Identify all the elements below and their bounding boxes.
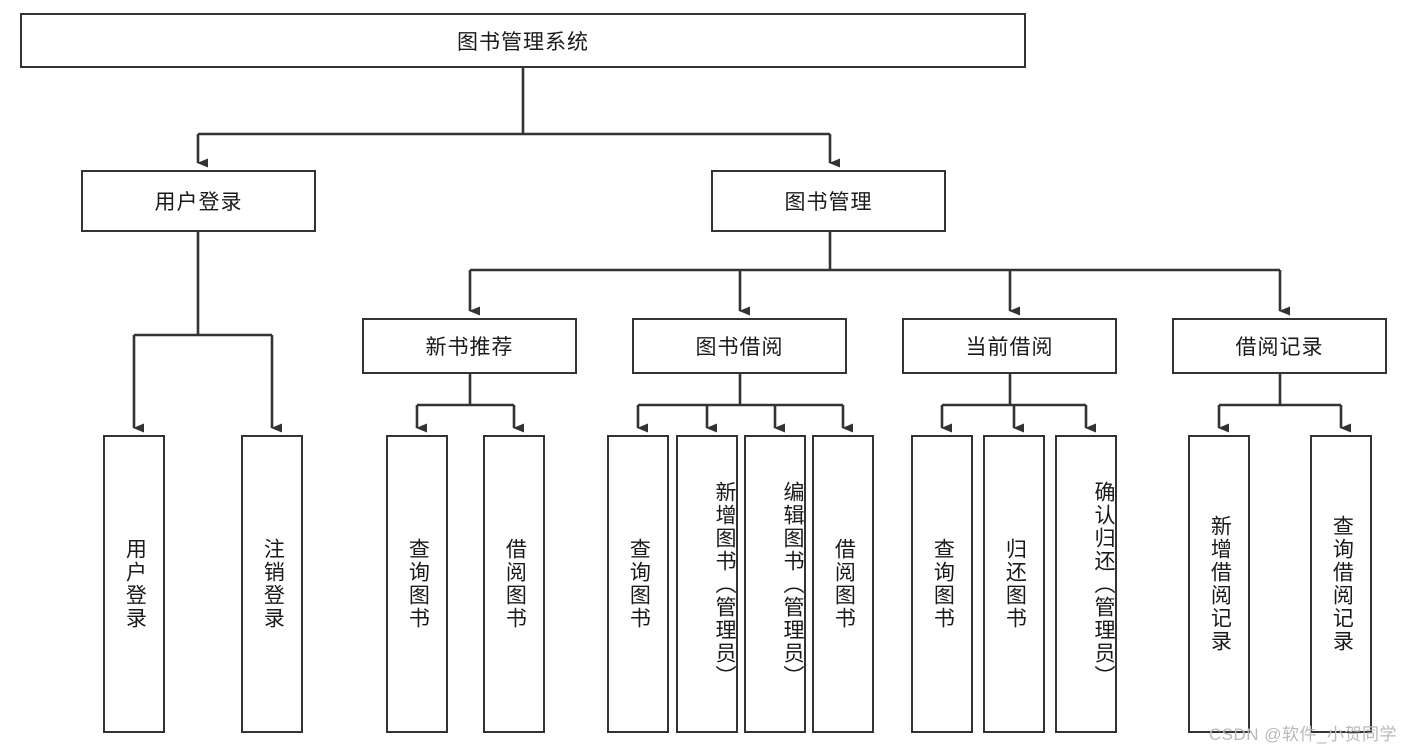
node-label: 查询图书 (627, 538, 651, 630)
node-leaf-logout-login[interactable]: 注销登录 (241, 435, 303, 733)
node-leaf-query-book-borrow[interactable]: 查询图书 (607, 435, 669, 733)
node-leaf-query-book-current[interactable]: 查询图书 (911, 435, 973, 733)
node-label: 确认归还（管理员） (1092, 480, 1115, 688)
node-leaf-add-borrow-record[interactable]: 新增借阅记录 (1188, 435, 1250, 733)
node-label: 查询借阅记录 (1330, 515, 1354, 653)
node-book-management[interactable]: 图书管理 (711, 170, 946, 232)
node-label: 当前借阅 (965, 336, 1054, 359)
node-label: 借阅记录 (1235, 336, 1324, 359)
node-label: 编辑图书（管理员） (781, 480, 804, 688)
node-leaf-borrow-book[interactable]: 借阅图书 (812, 435, 874, 733)
node-label: 借阅图书 (503, 538, 527, 630)
node-label: 新增图书（管理员） (713, 480, 736, 688)
node-label: 归还图书 (1003, 538, 1027, 630)
node-leaf-add-book-admin[interactable]: 新增图书（管理员） (676, 435, 738, 733)
node-leaf-edit-book-admin[interactable]: 编辑图书（管理员） (744, 435, 806, 733)
node-label: 查询图书 (406, 538, 430, 630)
node-label: 图书借阅 (695, 336, 784, 359)
node-label: 借阅图书 (832, 538, 856, 630)
node-user-login[interactable]: 用户登录 (81, 170, 316, 232)
node-book-management-system[interactable]: 图书管理系统 (20, 13, 1026, 68)
node-book-borrow[interactable]: 图书借阅 (632, 318, 847, 374)
node-label: 用户登录 (154, 191, 243, 214)
watermark-text: CSDN @软件_小贺同学 (1208, 725, 1397, 744)
node-borrow-record[interactable]: 借阅记录 (1172, 318, 1387, 374)
node-leaf-user-login[interactable]: 用户登录 (103, 435, 165, 733)
node-leaf-confirm-return-admin[interactable]: 确认归还（管理员） (1055, 435, 1117, 733)
node-label: 用户登录 (123, 538, 147, 630)
node-leaf-query-book-recommend[interactable]: 查询图书 (386, 435, 448, 733)
node-label: 图书管理 (784, 191, 873, 214)
node-label: 新书推荐 (425, 336, 514, 359)
node-leaf-query-borrow-record[interactable]: 查询借阅记录 (1310, 435, 1372, 733)
node-leaf-borrow-book-recommend[interactable]: 借阅图书 (483, 435, 545, 733)
node-current-borrow[interactable]: 当前借阅 (902, 318, 1117, 374)
node-new-book-recommend[interactable]: 新书推荐 (362, 318, 577, 374)
node-label: 注销登录 (261, 538, 285, 630)
node-label: 图书管理系统 (457, 30, 589, 54)
node-leaf-return-book[interactable]: 归还图书 (983, 435, 1045, 733)
node-label: 新增借阅记录 (1208, 515, 1232, 653)
node-label: 查询图书 (931, 538, 955, 630)
